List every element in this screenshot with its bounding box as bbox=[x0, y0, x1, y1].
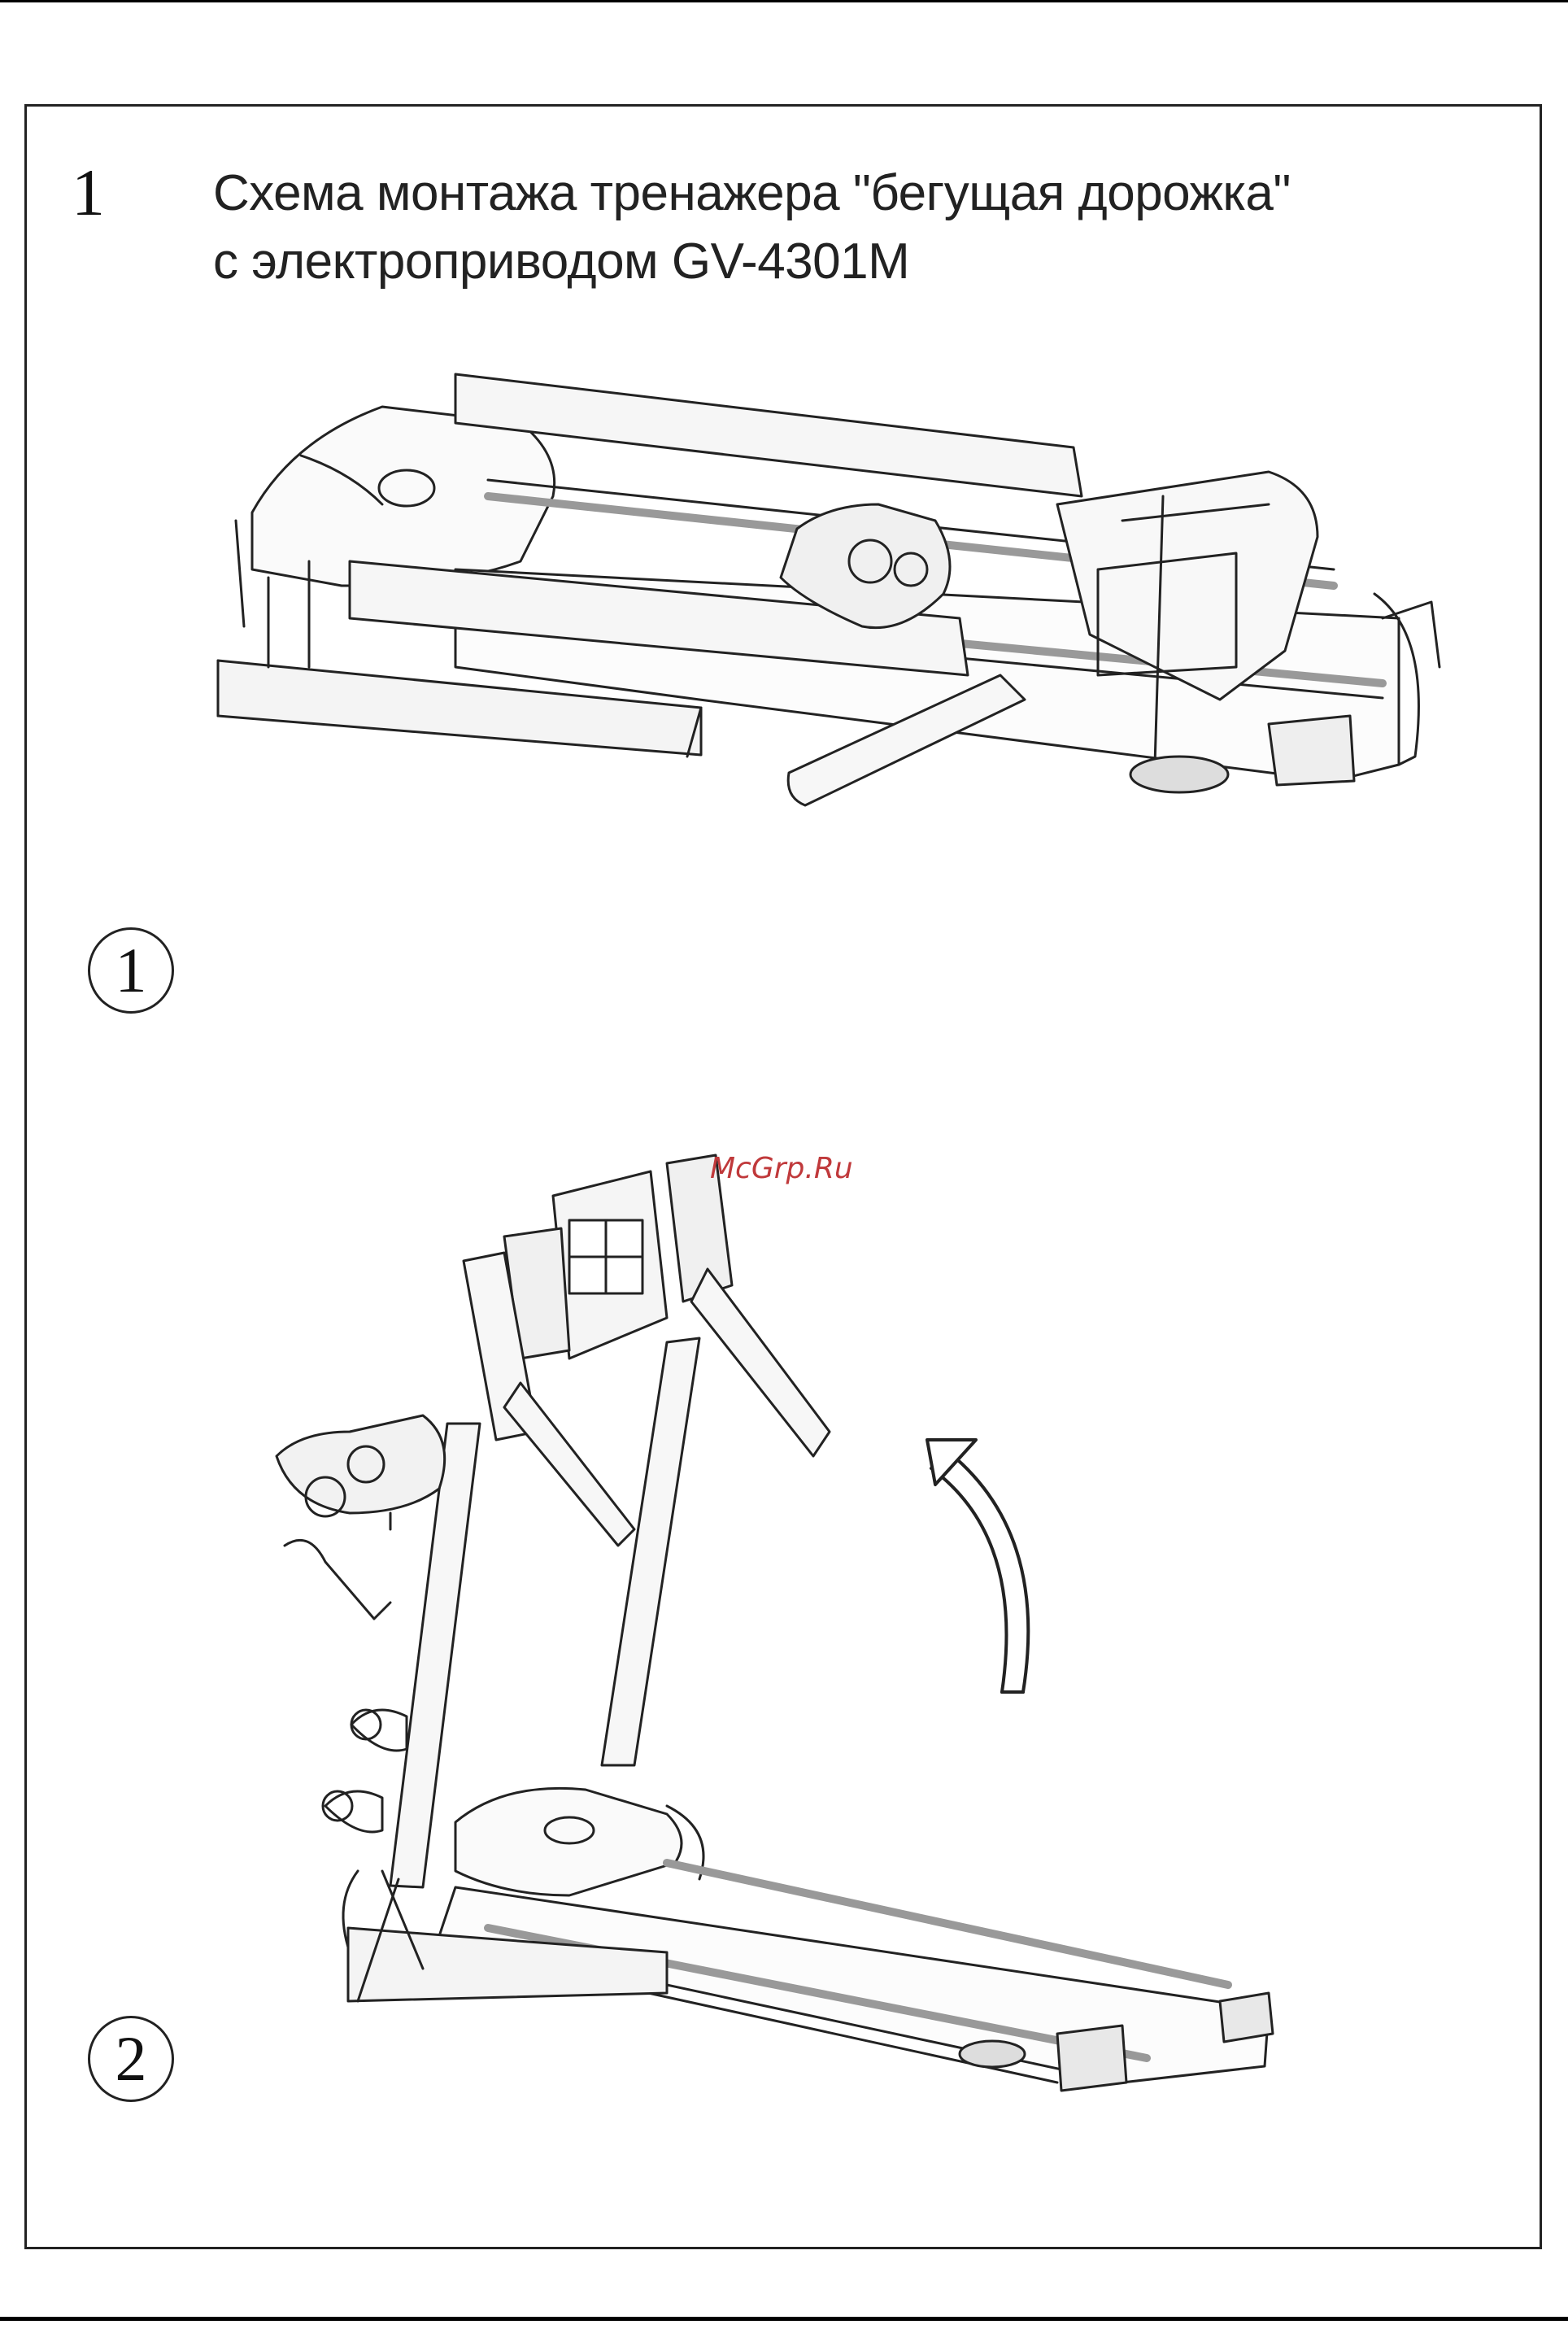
step-1-marker: 1 bbox=[88, 927, 174, 1014]
step-2-marker: 2 bbox=[88, 2016, 174, 2102]
bottom-rule bbox=[0, 2317, 1568, 2321]
watermark: McGrp.Ru bbox=[710, 1152, 853, 1185]
